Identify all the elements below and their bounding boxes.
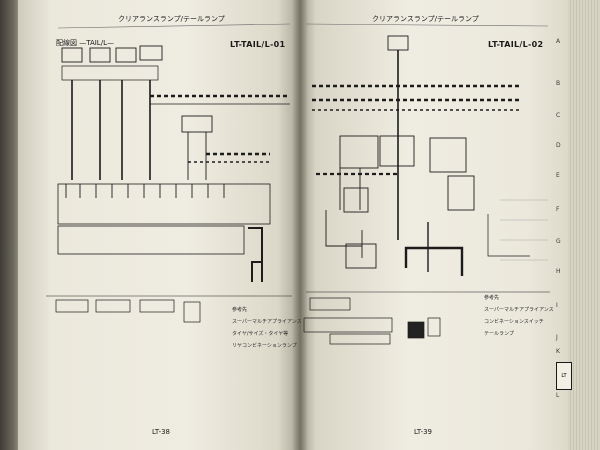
right-note-item: テールランプ [484, 331, 514, 337]
row-label: E [556, 172, 560, 179]
row-label: L [556, 392, 560, 399]
left-diagram-code: LT-TAIL/L-01 [230, 40, 286, 49]
book-gutter [292, 0, 308, 450]
row-label: J [556, 334, 558, 341]
left-page-stack [0, 0, 22, 450]
right-schematic [303, 35, 550, 345]
row-label: G [556, 238, 561, 245]
row-label: D [556, 142, 561, 149]
section-tab-label: LT [561, 373, 567, 379]
row-label: A [556, 38, 561, 45]
left-note-item: タイヤ/サイズ・タイヤ等 [232, 331, 289, 337]
left-note-item: リヤコンビネーションランプ [232, 343, 297, 349]
right-grid-lines [500, 199, 548, 261]
left-header-title: クリアランスランプ/テールランプ [118, 15, 225, 23]
left-page [18, 0, 300, 450]
left-notes-heading: 参考先 [232, 307, 248, 313]
row-label: I [556, 302, 558, 309]
right-header-rule [305, 23, 549, 27]
page-edges [568, 0, 600, 450]
right-note-item: スーパーマルチアプライアンス [484, 307, 554, 313]
left-page-number: LT-38 [152, 428, 171, 436]
left-header-rule [57, 23, 291, 29]
left-schematic [46, 45, 292, 323]
row-label: B [556, 80, 561, 87]
right-page [300, 0, 568, 450]
left-diagram-title: 配線図 —TAIL/L— [56, 39, 114, 47]
row-label: C [556, 112, 561, 119]
right-header-title: クリアランスランプ/テールランプ [372, 15, 479, 23]
section-tab: LT [556, 362, 572, 390]
row-label: H [556, 268, 561, 275]
right-notes-heading: 参考先 [484, 295, 500, 301]
right-note-item: コンビネーションスイッチ [484, 319, 544, 325]
right-page-number: LT-39 [414, 428, 433, 436]
row-label: F [556, 206, 560, 213]
row-label: K [556, 348, 560, 355]
left-note-item: スーパーマルチアプライアンス [232, 319, 302, 325]
right-diagram-code: LT-TAIL/L-02 [488, 40, 544, 49]
